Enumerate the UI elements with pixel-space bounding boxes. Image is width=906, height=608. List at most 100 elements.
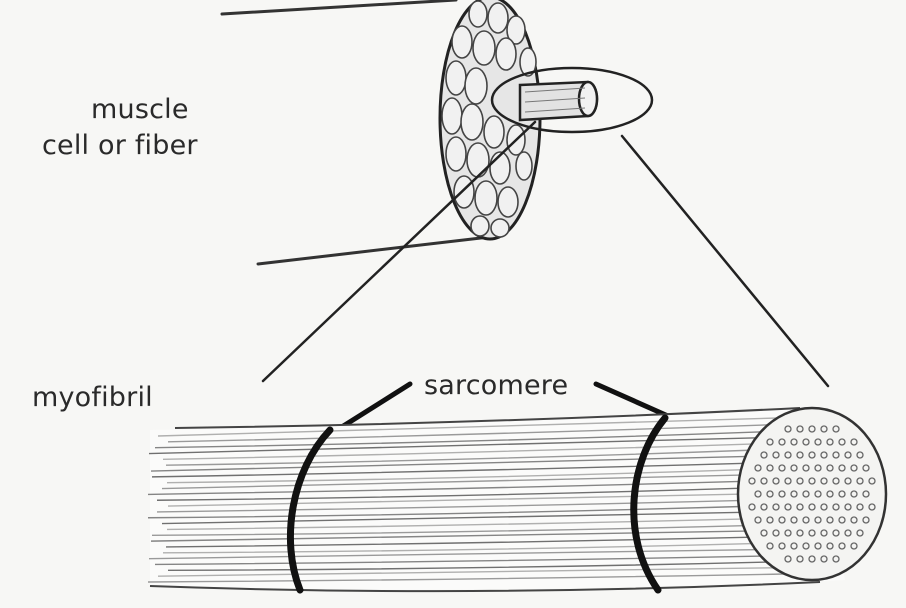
filament-dot	[850, 542, 858, 550]
filament-line	[156, 498, 795, 513]
zoom-line-right	[620, 134, 830, 388]
filament-line	[150, 529, 793, 542]
filament-dot	[754, 490, 762, 498]
filament-line	[162, 442, 785, 461]
filament-dot	[760, 529, 768, 537]
filament-dot	[784, 451, 792, 459]
filament-dot	[814, 464, 822, 472]
filament-dot	[778, 542, 786, 550]
filament-dot	[838, 542, 846, 550]
filament-dot	[796, 451, 804, 459]
filament-dot	[802, 464, 810, 472]
filament-dot	[838, 490, 846, 498]
filament-dot	[772, 529, 780, 537]
myofibril-drawing	[147, 406, 888, 594]
filament-dot	[802, 516, 810, 524]
filament-dot	[790, 438, 798, 446]
filament-dot	[832, 477, 840, 485]
filament-line	[166, 467, 798, 484]
filament-dot	[802, 490, 810, 498]
filament-dot	[802, 542, 810, 550]
filament-dot	[826, 490, 834, 498]
filament-dot	[850, 464, 858, 472]
filament-dot	[790, 542, 798, 550]
filament-dot	[790, 464, 798, 472]
filament-dot	[796, 425, 804, 433]
filament-dot	[784, 425, 792, 433]
myofibril-outline-bottom	[149, 581, 821, 593]
filament-line	[147, 479, 780, 496]
filament-dot	[766, 516, 774, 524]
filament-dot	[820, 425, 828, 433]
filament-line	[165, 535, 780, 548]
filament-dot	[778, 438, 786, 446]
label-muscle-cell: muscle cell or fiber	[42, 92, 198, 164]
filament-dot	[826, 542, 834, 550]
filament-dot	[814, 516, 822, 524]
filament-dot	[832, 451, 840, 459]
filament-line	[161, 510, 781, 525]
filament-dot	[802, 438, 810, 446]
filament-dot	[784, 503, 792, 511]
filament-dot	[820, 477, 828, 485]
filament-dot	[778, 490, 786, 498]
filament-dot	[862, 464, 870, 472]
fiber-outline-top	[220, 0, 458, 16]
muscle-fiber	[220, 0, 654, 266]
zoom-line-left	[261, 120, 537, 383]
filament-dot	[856, 451, 864, 459]
filament-dot	[856, 503, 864, 511]
filament-dot	[778, 464, 786, 472]
filament-line	[154, 554, 802, 566]
label-muscle-cell-line1: muscle	[91, 94, 189, 125]
filament-dot	[838, 438, 846, 446]
filament-dot	[826, 464, 834, 472]
filament-dot	[772, 503, 780, 511]
myofibril-outline-top	[174, 407, 801, 429]
filament-line	[162, 542, 783, 554]
filament-dot	[814, 542, 822, 550]
z-line-right	[630, 414, 669, 594]
z-line-left	[287, 426, 334, 594]
filament-dot	[754, 464, 762, 472]
filament-dot	[844, 451, 852, 459]
filament-dot	[760, 477, 768, 485]
filament-dot	[772, 451, 780, 459]
filament-line	[147, 573, 785, 583]
label-muscle-cell-line2: cell or fiber	[42, 130, 198, 161]
filament-dot	[766, 438, 774, 446]
label-sarcomere: sarcomere	[424, 370, 569, 401]
filament-line	[161, 473, 783, 490]
filament-line	[156, 485, 793, 501]
filament-dot	[778, 516, 786, 524]
filament-dot	[844, 503, 852, 511]
filament-dot	[868, 477, 876, 485]
filament-dot	[808, 529, 816, 537]
filament-dot	[796, 529, 804, 537]
filament-dot	[808, 555, 816, 563]
filament-line	[165, 448, 779, 466]
filament-dot	[856, 529, 864, 537]
filament-dot	[790, 490, 798, 498]
filament-line	[148, 548, 798, 560]
filament-dot	[832, 529, 840, 537]
filament-dot	[862, 490, 870, 498]
sarcomere-pointer-left	[334, 381, 413, 433]
filament-dot	[820, 555, 828, 563]
filament-line	[147, 504, 781, 519]
filament-dot	[814, 490, 822, 498]
filament-line	[151, 460, 802, 478]
filament-dot	[820, 503, 828, 511]
filament-dot	[850, 516, 858, 524]
filament-dot	[820, 451, 828, 459]
filament-dot	[832, 503, 840, 511]
filament-dot	[796, 555, 804, 563]
filament-dot	[784, 477, 792, 485]
filament-dot	[808, 425, 816, 433]
filament-dot	[790, 516, 798, 524]
filament-dot	[754, 516, 762, 524]
filament-dot	[820, 529, 828, 537]
filament-dot	[838, 516, 846, 524]
filament-dot	[826, 516, 834, 524]
filament-dot	[844, 477, 852, 485]
